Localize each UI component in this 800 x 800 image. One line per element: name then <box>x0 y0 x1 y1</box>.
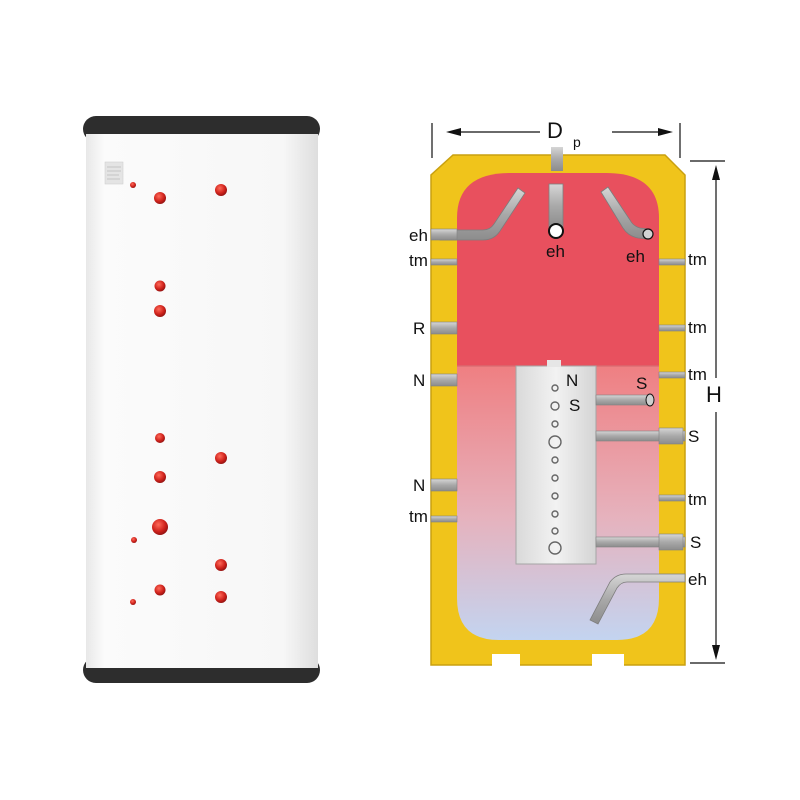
coil-outlet-middle-flange <box>658 427 684 445</box>
port-hole <box>152 519 168 535</box>
arrow-left <box>446 128 461 136</box>
bottom-right-pipe <box>589 573 686 625</box>
coil-circles <box>548 384 562 555</box>
label-left-tm: tm <box>409 251 428 270</box>
label-right-s-2: S <box>690 533 701 552</box>
center-heater-end <box>548 223 564 239</box>
tank-jacket <box>86 134 318 668</box>
arrow-down <box>712 645 720 660</box>
port-tm-left <box>430 258 458 266</box>
label-coil-n: N <box>566 371 578 390</box>
label-right-eh: eh <box>688 570 707 589</box>
label-left-tm-lower: tm <box>409 507 428 526</box>
port-hole <box>155 433 165 443</box>
label-left-n: N <box>413 371 425 390</box>
arrow-right <box>658 128 673 136</box>
port-hole <box>154 584 166 596</box>
label-left-n-lower: N <box>413 476 425 495</box>
port-hole <box>154 192 166 204</box>
foot-notch <box>592 654 624 666</box>
port-eh-left <box>430 228 458 241</box>
right-upper-pipe-end <box>642 228 654 240</box>
tank-cross-section: D p H eh tm R N N tm tm tm tm S tm S eh … <box>409 118 725 666</box>
port-tm-left-lower <box>430 515 458 523</box>
port-hole <box>215 591 227 603</box>
port-n-left-lower <box>430 478 458 492</box>
label-d: D <box>547 118 563 143</box>
coil-outlet-middle <box>595 430 686 442</box>
label-h: H <box>706 382 722 407</box>
label-left-r: R <box>413 319 425 338</box>
dimension-d <box>431 123 681 158</box>
port-r-left <box>430 321 458 335</box>
port-holes <box>130 182 227 605</box>
top-nozzle <box>551 147 563 171</box>
port-hole <box>215 559 227 571</box>
coil-outlet-lower-flange <box>658 533 684 551</box>
port-hole <box>154 305 166 317</box>
coil-top-stub <box>547 360 561 367</box>
foot-notch <box>492 654 520 666</box>
port-hole <box>130 182 136 188</box>
coil-outlet-upper <box>595 394 651 406</box>
coil-outlet-lower <box>595 536 686 548</box>
port-hole <box>130 599 136 605</box>
label-left-eh: eh <box>409 226 428 245</box>
label-right-tm-2: tm <box>688 318 707 337</box>
label-top-right-eh: eh <box>626 247 645 266</box>
label-right-tm-3: tm <box>688 365 707 384</box>
label-coil-s: S <box>569 396 580 415</box>
upper-zone <box>457 173 659 366</box>
label-d-suffix: p <box>573 134 581 150</box>
port-tm-right <box>658 324 686 332</box>
port-hole <box>154 280 166 292</box>
coil-outlet-upper-end <box>645 393 655 407</box>
arrow-up <box>712 165 720 180</box>
center-heater-pipe <box>548 183 564 229</box>
tank-photo <box>83 116 320 683</box>
port-hole <box>215 452 227 464</box>
rating-sticker <box>104 161 124 185</box>
dimension-h <box>690 160 725 664</box>
port-hole <box>154 471 166 483</box>
port-hole <box>215 184 227 196</box>
port-hole <box>131 537 137 543</box>
port-tm-right <box>658 371 686 379</box>
label-right-tm-4: tm <box>688 490 707 509</box>
label-coil-right-s: S <box>636 374 647 393</box>
label-right-tm-1: tm <box>688 250 707 269</box>
port-tm-right <box>658 258 686 266</box>
label-right-s-1: S <box>688 427 699 446</box>
label-top-center-eh: eh <box>546 242 565 261</box>
port-tm-right <box>658 494 686 502</box>
port-n-left <box>430 373 458 387</box>
coil-exchanger <box>515 365 597 565</box>
